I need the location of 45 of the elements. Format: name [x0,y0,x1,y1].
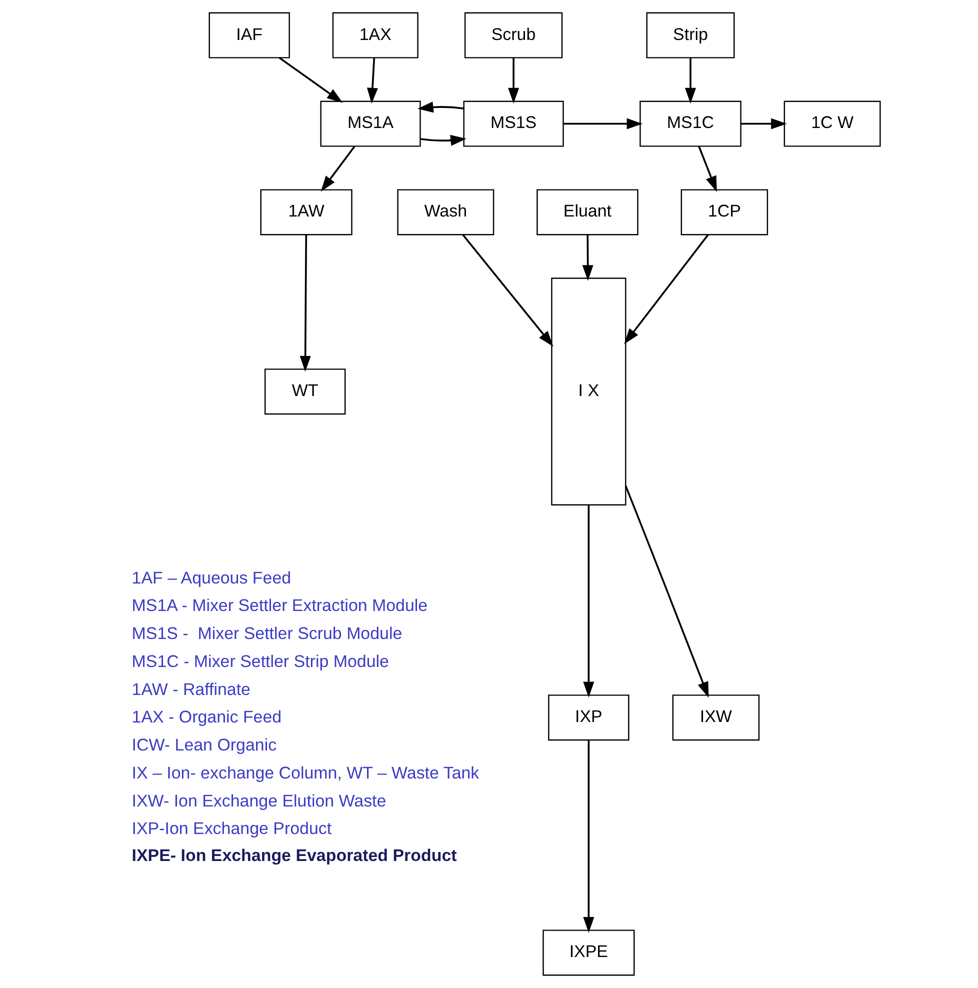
node-box: IXP [548,694,630,741]
arrow [462,234,554,347]
label: MS1C - Mixer Settler Strip Module [132,652,389,671]
arrow [624,234,709,344]
arrow [420,134,466,146]
node-box: Eluant [536,189,638,236]
arrow [563,118,643,130]
label: MS1A - Mixer Settler Extraction Module [132,596,428,616]
node-box: Wash [397,189,494,236]
label: IXP-Ion Exchange Product [132,819,332,838]
label: 1AF – Aqueous Feed [132,568,292,588]
node-box: IAF [208,12,290,58]
label: MS1S - Mixer Settler Scrub Module [132,624,402,644]
node-box: MS1S [463,100,564,147]
node-box: 1CP [680,189,768,236]
node-box: IXW [672,694,760,741]
node-box: 1AX [332,12,418,58]
node-box: I X [551,278,626,506]
label: 1AW - Raffinate [132,680,251,699]
label: IXPE- Ion Exchange Evaporated Product [132,846,457,865]
arrow [418,102,464,113]
arrow [684,58,696,104]
label: 1AX - Organic Feed [132,708,282,727]
node-box: 1AW [260,189,352,236]
arrow [583,505,594,698]
label: ICW- Lean Organic [132,736,277,755]
node-box: 1C W [784,100,881,147]
arrow [582,234,594,281]
node-box: Strip [646,12,735,58]
node-box: IXPE [542,930,635,976]
arrow [583,740,594,933]
arrow [508,58,520,104]
node-box: Scrub [464,12,563,58]
arrow [624,485,709,698]
node-box: MS1A [320,100,421,147]
arrow [320,146,356,192]
arrow [698,146,717,192]
arrow [278,57,343,103]
label: IX – Ion- exchange Column, WT – Waste Tank [132,763,480,782]
node-box: MS1C [640,100,742,147]
arrow [300,234,311,372]
arrow [740,118,787,130]
label: IXW- Ion Exchange Elution Waste [132,791,386,810]
arrow [366,58,378,104]
node-box: WT [264,368,346,415]
